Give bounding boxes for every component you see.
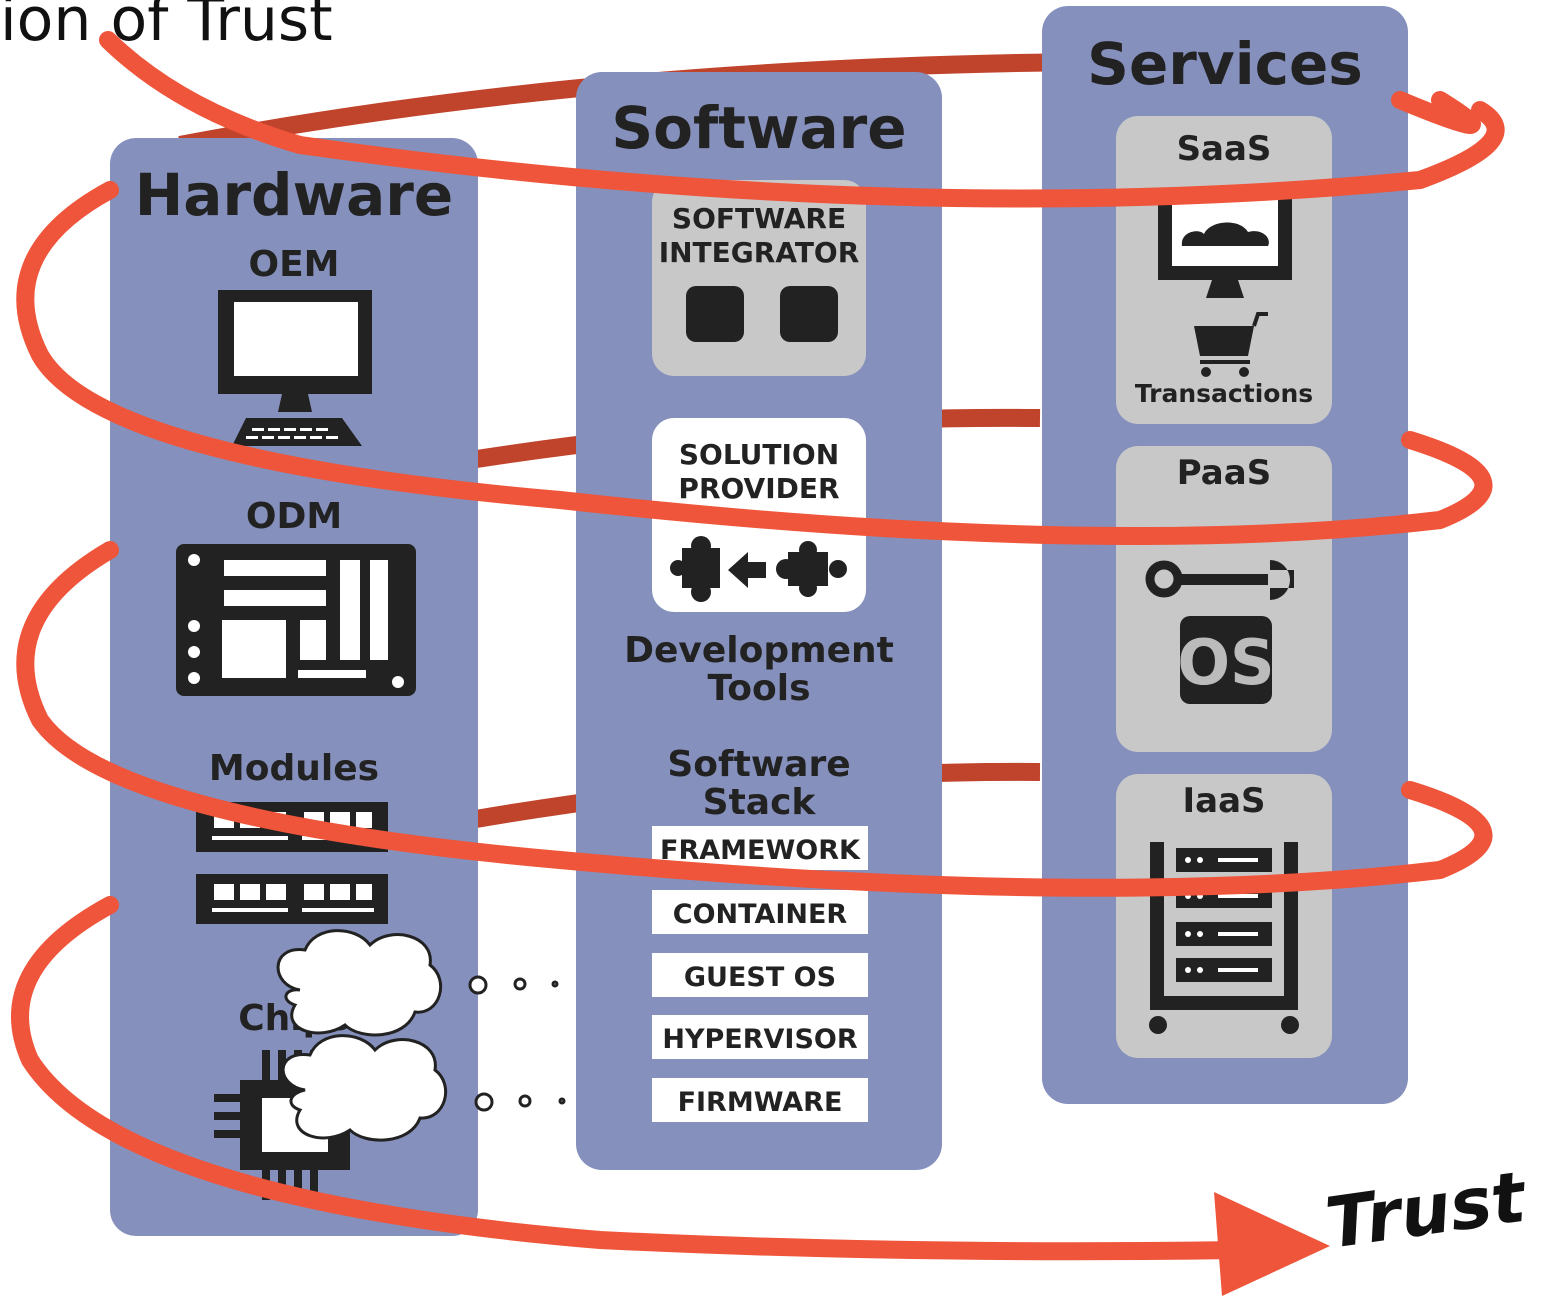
services-column: Services SaaS Transactions PaaS OS IaaS: [1042, 6, 1408, 1104]
shopping-cart-icon: [1194, 312, 1268, 377]
development-tools-line1: Development: [624, 630, 894, 671]
cloud-monitor-icon: [1158, 190, 1292, 298]
stack-layer: GUEST OS: [652, 953, 868, 997]
transactions-label: Transactions: [1135, 379, 1313, 408]
software-column: Software SOFTWARE INTEGRATOR SOLUTION PR…: [576, 72, 942, 1170]
puzzle-arrow-icon: [670, 536, 847, 602]
software-stack-line1: Software: [667, 744, 850, 785]
solution-provider-line1: SOLUTION: [679, 438, 839, 471]
hardware-heading: Hardware: [135, 161, 453, 229]
cloud-bubble-upper: [276, 929, 559, 1037]
stack-layer-label: HYPERVISOR: [662, 1024, 858, 1055]
cloud-bubble-lower: [281, 1034, 566, 1142]
stack-layer-label: GUEST OS: [684, 962, 836, 993]
integrator-block-icon-left: [686, 286, 744, 342]
trust-arrowhead-icon: [1214, 1192, 1330, 1296]
stack-layer-label: FIRMWARE: [678, 1087, 843, 1118]
trust-label: Trust: [1321, 1156, 1533, 1265]
spiral-front-segment-4: [11, 896, 1249, 1261]
iaas-label: IaaS: [1182, 781, 1265, 821]
software-integrator-line1: SOFTWARE: [672, 202, 846, 235]
odm-label: ODM: [246, 496, 342, 537]
wrench-icon: [1145, 560, 1294, 600]
paas-box: [1116, 446, 1332, 752]
stack-layer: FIRMWARE: [652, 1078, 868, 1122]
spiral-front-segment-1b: [1391, 91, 1481, 134]
solution-provider-line2: PROVIDER: [678, 472, 839, 505]
diagram-title-partial: ion of Trust: [0, 0, 333, 55]
development-tools-line2: Tools: [707, 668, 810, 709]
stack-layer: HYPERVISOR: [652, 1015, 868, 1059]
stack-layer-label: CONTAINER: [673, 899, 848, 930]
integrator-block-icon-right: [780, 286, 838, 342]
motherboard-icon: [176, 544, 416, 696]
os-badge-icon: [1180, 616, 1272, 704]
software-stack-line2: Stack: [703, 782, 817, 823]
stack-layer: CONTAINER: [652, 890, 868, 934]
saas-label: SaaS: [1177, 129, 1272, 169]
software-heading: Software: [611, 94, 906, 162]
stack-layer-label: FRAMEWORK: [660, 835, 861, 866]
oem-label: OEM: [248, 244, 339, 285]
services-heading: Services: [1087, 30, 1363, 98]
desktop-computer-icon: [218, 290, 372, 446]
spiral-front-segment-2: [16, 181, 1493, 545]
iaas-box: [1116, 774, 1332, 1058]
spiral-front-segment-3: [16, 541, 1493, 897]
spiral-front-segment-1: [99, 31, 1505, 208]
os-badge-label: OS: [1177, 626, 1274, 699]
modules-label: Modules: [209, 748, 379, 789]
paas-label: PaaS: [1177, 453, 1271, 493]
hardware-column: Hardware OEM ODM: [110, 138, 566, 1236]
spiral-front: [11, 31, 1505, 1261]
software-integrator-line2: INTEGRATOR: [659, 236, 860, 269]
